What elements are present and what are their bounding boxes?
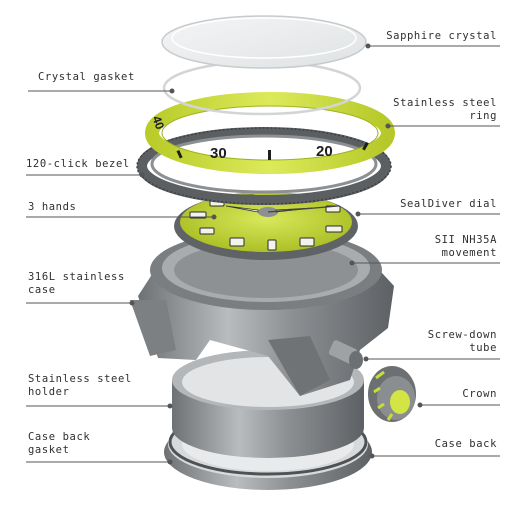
- leader-dot-tube: [363, 356, 369, 362]
- bezel-part: [136, 127, 392, 205]
- leader-lines: [26, 43, 500, 465]
- label-dial: SealDiver dial: [400, 198, 497, 210]
- label-crystal-gasket: Crystal gasket: [38, 71, 135, 83]
- label-holder: Stainless steel holder: [28, 373, 132, 398]
- label-bezel: 120-click bezel: [26, 158, 130, 170]
- label-crown: Crown: [462, 388, 497, 400]
- ring-numeral-30: 30: [210, 145, 227, 162]
- steel-ring-part: 30 20 40: [145, 92, 395, 174]
- label-tube: Screw-down tube: [427, 329, 497, 354]
- leader-dot-bezel: [139, 172, 145, 178]
- crown-part: [368, 366, 416, 422]
- label-case-back: Case back: [434, 438, 497, 450]
- label-case: 316L stainless case: [28, 271, 125, 296]
- label-caseback-gasket: Case back gasket: [28, 431, 91, 456]
- tube-part: [328, 340, 363, 369]
- label-sapphire-crystal: Sapphire crystal: [386, 30, 497, 42]
- leader-dot-steel-ring: [385, 123, 391, 129]
- leader-dot-case: [129, 300, 135, 306]
- leader-dot-case-back: [369, 453, 375, 459]
- leader-dot-caseback-gasket: [167, 459, 173, 465]
- leader-dot-dial: [355, 211, 361, 217]
- leader-dot-crystal-gasket: [169, 88, 175, 94]
- leader-dot-sapphire-crystal: [365, 43, 371, 49]
- ring-numeral-40: 40: [149, 114, 167, 132]
- leader-dot-hands: [211, 214, 217, 220]
- ring-numeral-20: 20: [316, 143, 333, 160]
- label-movement: SII NH35A movement: [434, 234, 497, 259]
- leader-dot-crown: [417, 402, 423, 408]
- label-steel-ring: Stainless steel ring: [393, 97, 497, 122]
- dial-part: [174, 192, 358, 260]
- leader-dot-movement: [349, 260, 355, 266]
- leader-dot-holder: [167, 403, 173, 409]
- label-hands: 3 hands: [28, 201, 77, 213]
- sapphire-crystal-part: [161, 15, 367, 69]
- hands-part: [225, 205, 339, 217]
